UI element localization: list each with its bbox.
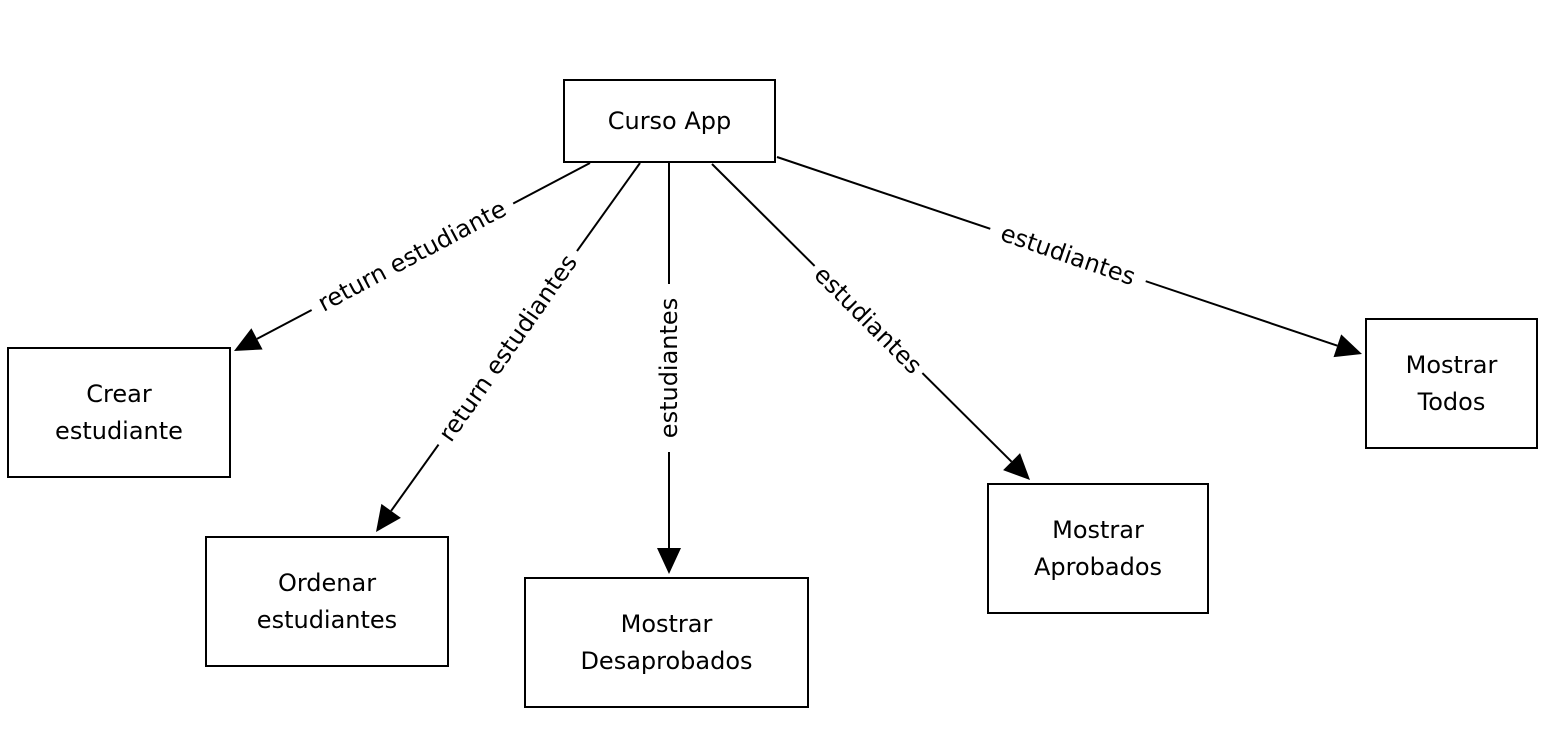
edge-label-group: estudiantes: [653, 284, 685, 452]
edge-label-group: estudiantes: [802, 254, 934, 386]
node-curso-app: Curso App: [563, 79, 776, 163]
node-box: [987, 483, 1209, 614]
edge-curso_app-to-mostrar_aprobados: estudiantes: [711, 163, 1030, 480]
edge-label-background: [303, 188, 521, 324]
node-label-line: Todos: [1417, 388, 1486, 416]
node-label-line: estudiantes: [257, 606, 397, 634]
edge-label: estudiantes: [997, 219, 1139, 291]
node-box: [524, 577, 809, 708]
node-label-line: Mostrar: [1406, 351, 1498, 379]
node-ordenar-estudiantes: Ordenar estudiantes: [205, 536, 449, 667]
arrowhead-icon: [234, 328, 263, 351]
node-label-line: Mostrar: [621, 610, 713, 638]
arrowhead-icon: [376, 503, 401, 532]
node-box: [1365, 318, 1538, 449]
edge-label: return estudiantes: [433, 249, 583, 446]
edge-label-background: [985, 213, 1151, 297]
edge-label-background: [802, 254, 934, 386]
node-crear-estudiante: Crear estudiante: [7, 347, 231, 478]
edge-label-group: return estudiantes: [426, 241, 590, 455]
node-label-line: estudiante: [55, 417, 183, 445]
node-label-line: Desaprobados: [580, 647, 752, 675]
edge-label-group: return estudiante: [303, 188, 521, 324]
arrowhead-icon: [1003, 453, 1030, 480]
arrowhead-icon: [1333, 334, 1362, 358]
node-label-line: Aprobados: [1034, 553, 1162, 581]
node-box: [205, 536, 449, 667]
edge-label: return estudiante: [313, 195, 511, 318]
node-label-line: Crear: [86, 380, 152, 408]
edge-label: estudiantes: [808, 260, 927, 379]
edge-curso_app-to-mostrar_desaprobados: estudiantes: [653, 163, 685, 574]
node-label-line: Curso App: [608, 107, 732, 135]
edge-label: estudiantes: [655, 298, 683, 438]
edge-label-background: [426, 241, 590, 455]
node-box: [563, 79, 776, 163]
node-label-line: Ordenar: [278, 569, 376, 597]
node-label-line: Mostrar: [1052, 516, 1144, 544]
edge-label-background: [653, 284, 685, 452]
edge-label-group: estudiantes: [985, 213, 1151, 297]
arrowhead-icon: [657, 548, 681, 574]
node-box: [7, 347, 231, 478]
